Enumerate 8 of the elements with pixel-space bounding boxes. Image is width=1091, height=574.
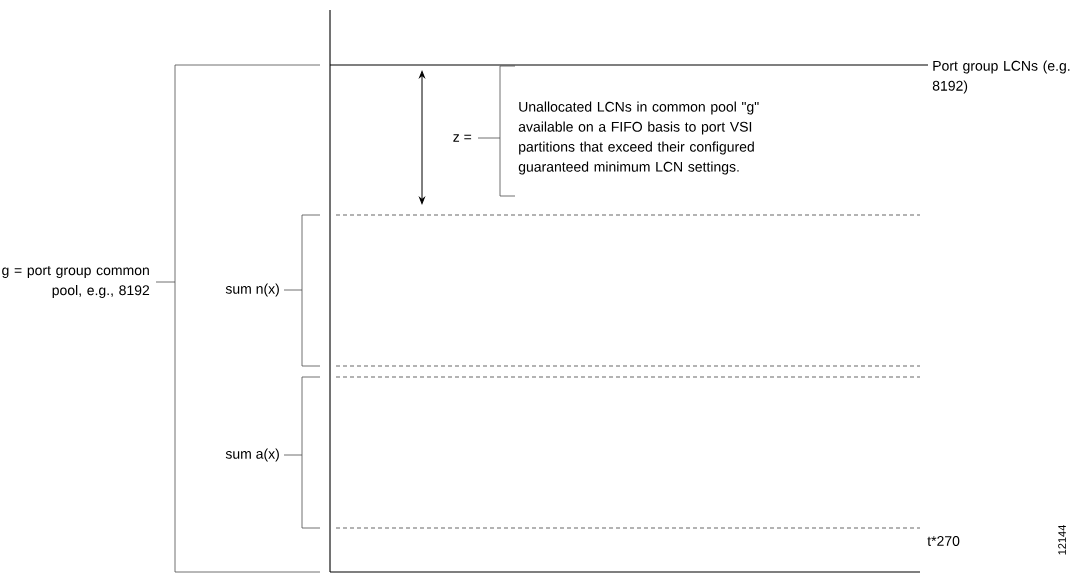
axis-label: t*270 — [927, 536, 960, 546]
figure-number: 12144 — [1058, 525, 1066, 555]
bracket-label: g = port group common pool, e.g., 8192 — [2, 266, 150, 298]
description-text: Unallocated LCNs in common pool "g" available on a FIFO basis to port VSI partitions that exceed their configured guaranteed minimum LCN settings. — [518, 101, 759, 175]
bracket-label: sum n(x) — [225, 283, 279, 297]
bracket-label: z = — [453, 134, 472, 142]
bracket-label: sum a(x) — [225, 448, 279, 462]
axis-label: Port group LCNs (e.g. 8192) — [932, 60, 1070, 94]
